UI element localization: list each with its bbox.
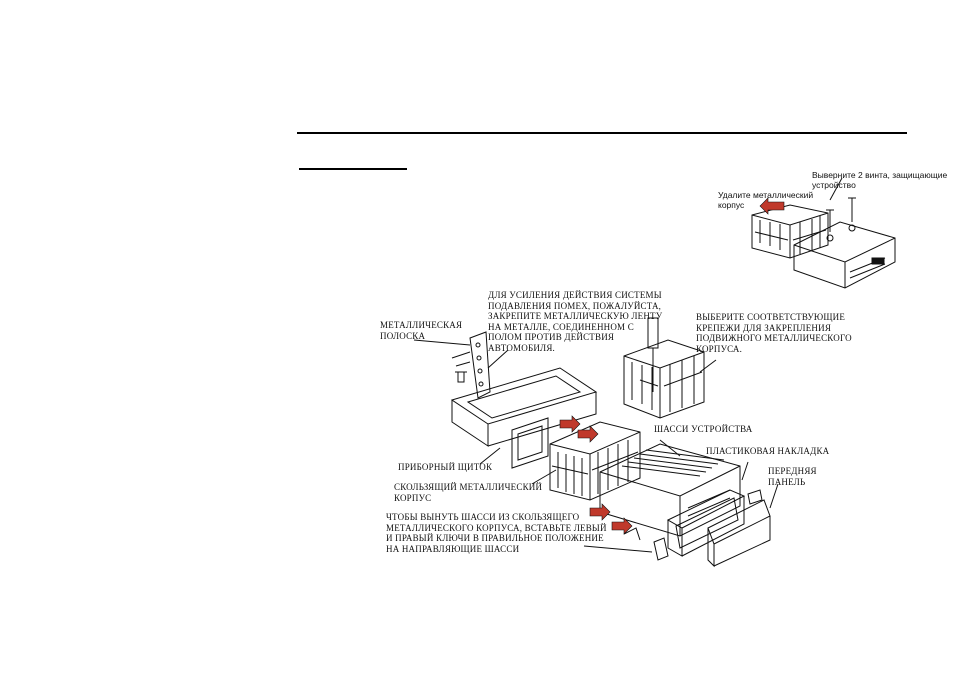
header-rule xyxy=(297,132,907,134)
inset-metal-housing xyxy=(751,204,829,259)
inset-unit-chassis xyxy=(793,221,896,289)
key-arrow-icon-2 xyxy=(611,517,633,535)
sliding-housing-callout: СКОЛЬЗЯЩИЙ МЕТАЛЛИЧЕСКИЙ КОРПУС xyxy=(394,482,543,503)
removal-instruction-callout: ЧТОБЫ ВЫНУТЬ ШАССИ ИЗ СКОЛЬЗЯЩЕГО МЕТАЛЛ… xyxy=(386,512,607,554)
front-panel-callout: ПЕРЕДНЯЯ ПАНЕЛЬ xyxy=(768,466,817,487)
section-heading-underline xyxy=(299,168,407,170)
inset-screws xyxy=(826,197,856,242)
trim-ring xyxy=(511,417,549,469)
inset-screw-leader xyxy=(829,177,843,201)
chassis-leader xyxy=(659,439,681,457)
front-panel xyxy=(707,499,771,568)
chassis-callout: ШАССИ УСТРОЙСТВА xyxy=(654,424,753,434)
screwdriver-icon xyxy=(647,317,659,392)
remove-screws-label: Выверните 2 винта, защищающие устройство xyxy=(812,170,948,190)
release-keys xyxy=(623,527,669,561)
remove-housing-label: Удалите металлический корпус xyxy=(718,190,814,210)
sliding-housing-leader xyxy=(531,469,557,485)
plastic-trim-plate xyxy=(666,489,746,557)
metal-strip-callout: МЕТАЛЛИЧЕСКАЯ ПОЛОСКА xyxy=(380,320,463,341)
metal-strip xyxy=(451,331,491,399)
inset-arrow-icon xyxy=(759,197,785,215)
bend-tab-leader xyxy=(699,359,717,373)
bend-tabs-callout: ВЫБЕРИТЕ СООТВЕТСТВУЮЩИЕ КРЕПЕЖИ ДЛЯ ЗАК… xyxy=(696,312,852,354)
key-arrow-icon xyxy=(589,503,611,521)
insert-arrow-icon-2 xyxy=(577,425,599,443)
insert-arrow-icon xyxy=(559,415,581,433)
reinforce-callout: ДЛЯ УСИЛЕНИЯ ДЕЙСТВИЯ СИСТЕМЫ ПОДАВЛЕНИЯ… xyxy=(488,290,663,353)
panel-clip xyxy=(747,489,763,505)
metal-strip-leader xyxy=(413,339,471,346)
dashboard-leader xyxy=(479,447,501,465)
dashboard-callout: ПРИБОРНЫЙ ЩИТОК xyxy=(398,462,493,472)
bend-tab-detail xyxy=(623,339,705,419)
sliding-metal-housing xyxy=(549,421,641,501)
front-panel-leader xyxy=(769,483,779,509)
dashboard-frame xyxy=(450,367,598,447)
release-key-leader xyxy=(583,545,653,553)
plastic-trim-callout: ПЛАСТИКОВАЯ НАКЛАДКА xyxy=(706,446,830,456)
plastic-trim-leader xyxy=(741,461,749,481)
reinforce-leader xyxy=(487,349,509,369)
